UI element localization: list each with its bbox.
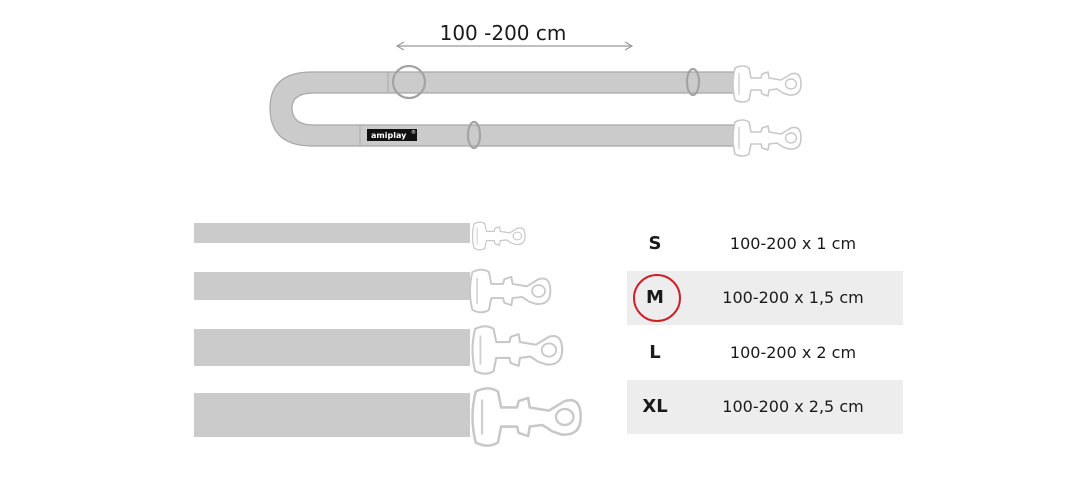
brand-label: amiplay (371, 131, 407, 140)
o-ring-icon (391, 64, 427, 100)
size-code: L (649, 341, 661, 363)
leash-illustration: amiplay ® (269, 64, 802, 157)
size-dimensions: 100-200 x 1,5 cm (722, 288, 864, 308)
size-row-s: S 100-200 x 1 cm (627, 216, 903, 271)
d-ring-icon (685, 67, 701, 97)
length-label: 100 -200 cm (440, 21, 567, 45)
length-dimension: 100 -200 cm (395, 21, 634, 51)
arrow-right-icon (624, 41, 634, 51)
strap-width-samples (194, 221, 583, 448)
snap-hook-icon (471, 324, 564, 376)
snap-hook-icon (471, 221, 526, 251)
size-table: S 100-200 x 1 cm M 100-200 x 1,5 cm L 10… (627, 216, 903, 434)
brand-tag: amiplay ® (367, 129, 417, 141)
size-row-xl: XL 100-200 x 2,5 cm (627, 379, 903, 434)
snap-hook-icon (732, 65, 802, 103)
size-row-l: L 100-200 x 2 cm (627, 325, 903, 380)
size-dimensions: 100-200 x 2,5 cm (722, 397, 864, 417)
snap-hook-icon (732, 119, 802, 157)
strap-sample-l (194, 329, 470, 366)
selected-size-circle (633, 273, 681, 322)
snap-hook-icon (468, 268, 552, 314)
size-code: M (646, 287, 664, 309)
strap-sample-s (194, 223, 470, 243)
arrow-left-icon (395, 41, 405, 51)
leash-strap (269, 71, 743, 147)
strap-sample-m (194, 272, 470, 300)
size-code: XL (642, 396, 668, 418)
brand-mark: ® (411, 129, 416, 136)
strap-sample-xl (194, 393, 470, 437)
d-ring-icon (466, 120, 482, 150)
snap-hook-icon (470, 386, 583, 448)
size-row-m: M 100-200 x 1,5 cm (627, 270, 903, 325)
size-code: S (648, 232, 662, 254)
size-dimensions: 100-200 x 2 cm (729, 342, 857, 362)
size-dimensions: 100-200 x 1 cm (729, 233, 857, 253)
